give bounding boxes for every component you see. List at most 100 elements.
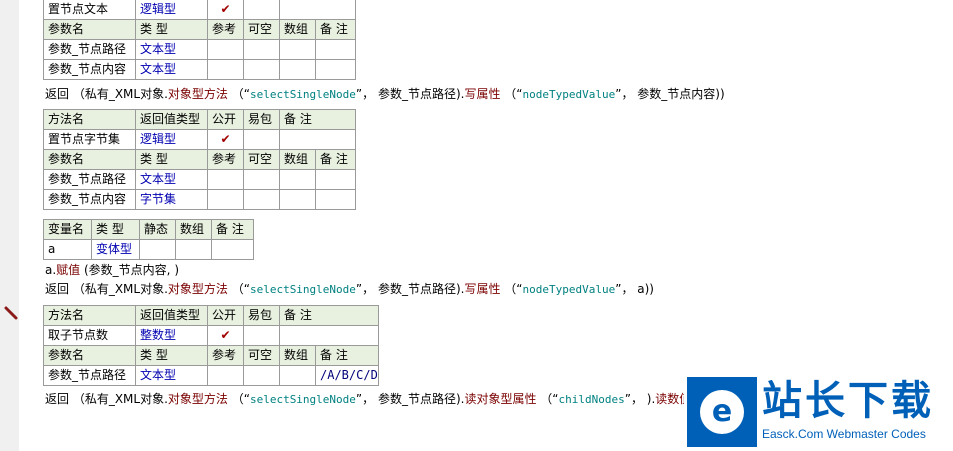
param-array[interactable] <box>279 39 316 60</box>
note-cell[interactable] <box>279 129 356 150</box>
param-row: 参数_节点路径 文本型 <box>43 169 356 190</box>
return-type[interactable]: 逻辑型 <box>135 0 208 20</box>
code-string: nodeTypedValue <box>522 283 616 296</box>
var-array[interactable] <box>175 239 212 260</box>
param-header-nullable: 可空 <box>243 345 280 366</box>
param-note[interactable] <box>315 169 356 190</box>
code-text: (参数_节点内容, ) <box>80 263 179 277</box>
param-type[interactable]: 文本型 <box>135 169 208 190</box>
param-name[interactable]: 参数_节点路径 <box>43 169 136 190</box>
param-array[interactable] <box>279 59 316 80</box>
method-header-return: 返回值类型 <box>135 109 208 130</box>
public-check[interactable]: ✔ <box>207 0 244 20</box>
param-name[interactable]: 参数_节点内容 <box>43 59 136 80</box>
easy-cell[interactable] <box>243 129 280 150</box>
param-note[interactable] <box>315 39 356 60</box>
public-check[interactable]: ✔ <box>207 129 244 150</box>
param-header-note: 备 注 <box>315 345 379 366</box>
method-header-easy: 易包 <box>243 305 280 326</box>
param-nullable[interactable] <box>243 189 280 210</box>
param-header-nullable: 可空 <box>243 19 280 40</box>
param-header-note: 备 注 <box>315 149 356 170</box>
code-text: ”， 参数_节点路径). <box>355 282 465 296</box>
code-text: ”， 参数_节点路径). <box>355 87 465 101</box>
var-header-name: 变量名 <box>43 219 92 240</box>
param-ref[interactable] <box>207 365 244 386</box>
method-table-set-node-bytes: 方法名 返回值类型 公开 易包 备 注 置节点字节集 逻辑型 ✔ 参数名 类 型… <box>43 109 356 210</box>
param-note[interactable] <box>315 189 356 210</box>
var-header-array: 数组 <box>175 219 212 240</box>
var-static[interactable] <box>139 239 176 260</box>
method-header-easy: 易包 <box>243 109 280 130</box>
code-text: 返回 （私有_XML对象. <box>45 282 168 296</box>
var-header-type: 类 型 <box>91 219 140 240</box>
return-type[interactable]: 逻辑型 <box>135 129 208 150</box>
param-name[interactable]: 参数_节点路径 <box>43 365 136 386</box>
param-type[interactable]: 文本型 <box>135 59 208 80</box>
param-ref[interactable] <box>207 39 244 60</box>
param-header-type: 类 型 <box>135 345 208 366</box>
param-name[interactable]: 参数_节点路径 <box>43 39 136 60</box>
code-text: 返回 （私有_XML对象. <box>45 392 168 406</box>
method-header-public: 公开 <box>207 109 244 130</box>
var-header-note: 备 注 <box>211 219 254 240</box>
code-text: （“ <box>536 392 559 406</box>
param-array[interactable] <box>279 169 316 190</box>
code-text: （“ <box>227 392 250 406</box>
code-string: childNodes <box>558 393 625 406</box>
code-text: ”， ). <box>624 392 656 406</box>
watermark-subtitle: Easck.Com Webmaster Codes <box>762 427 926 441</box>
code-text: ”， 参数_节点内容)) <box>615 87 725 101</box>
param-nullable[interactable] <box>243 59 280 80</box>
param-header-name: 参数名 <box>43 345 136 366</box>
easy-cell[interactable] <box>243 0 280 20</box>
param-ref[interactable] <box>207 189 244 210</box>
note-cell[interactable] <box>279 325 379 346</box>
method-name[interactable]: 取子节点数 <box>43 325 136 346</box>
code-string: nodeTypedValue <box>522 88 616 101</box>
param-header-note: 备 注 <box>315 19 356 40</box>
code-text: （“ <box>227 282 250 296</box>
param-name[interactable]: 参数_节点内容 <box>43 189 136 210</box>
method-table-set-node-text: 置节点文本 逻辑型 ✔ 参数名 类 型 参考 可空 数组 备 注 参数_节点路径… <box>43 0 356 80</box>
method-header-name: 方法名 <box>43 305 136 326</box>
param-type[interactable]: 字节集 <box>135 189 208 210</box>
param-note[interactable] <box>315 59 356 80</box>
param-row: 参数_节点内容 文本型 <box>43 59 356 80</box>
code-line[interactable]: 返回 （私有_XML对象.对象型方法 （“selectSingleNode”， … <box>45 281 654 297</box>
note-cell[interactable] <box>279 0 356 20</box>
code-method: 写属性 <box>464 282 501 296</box>
code-text: ”， a)) <box>615 282 654 296</box>
public-check[interactable]: ✔ <box>207 325 244 346</box>
param-header-nullable: 可空 <box>243 149 280 170</box>
param-type[interactable]: 文本型 <box>135 365 208 386</box>
param-nullable[interactable] <box>243 39 280 60</box>
param-header-type: 类 型 <box>135 149 208 170</box>
var-name[interactable]: a <box>43 239 92 260</box>
watermark-title: 站长下载 <box>762 378 934 424</box>
param-note[interactable]: /A/B/C/D <box>315 365 379 386</box>
return-type[interactable]: 整数型 <box>135 325 208 346</box>
code-line[interactable]: 返回 （私有_XML对象.对象型方法 （“selectSingleNode”， … <box>45 391 691 407</box>
var-note[interactable] <box>211 239 254 260</box>
param-array[interactable] <box>279 365 316 386</box>
method-name[interactable]: 置节点字节集 <box>43 129 136 150</box>
code-method: 写属性 <box>464 87 501 101</box>
param-ref[interactable] <box>207 169 244 190</box>
param-array[interactable] <box>279 189 316 210</box>
param-ref[interactable] <box>207 59 244 80</box>
param-type[interactable]: 文本型 <box>135 39 208 60</box>
param-nullable[interactable] <box>243 365 280 386</box>
method-name[interactable]: 置节点文本 <box>43 0 136 20</box>
method-header-name: 方法名 <box>43 109 136 130</box>
code-method: 读对象型属性 <box>464 392 537 406</box>
logo-icon: e <box>687 377 757 447</box>
method-table-get-child-count: 方法名 返回值类型 公开 易包 备 注 取子节点数 整数型 ✔ 参数名 类 型 … <box>43 305 379 386</box>
easy-cell[interactable] <box>243 325 280 346</box>
method-header-public: 公开 <box>207 305 244 326</box>
param-nullable[interactable] <box>243 169 280 190</box>
var-type[interactable]: 变体型 <box>91 239 140 260</box>
code-line[interactable]: a.赋值 (参数_节点内容, ) <box>45 262 179 278</box>
code-string: selectSingleNode <box>249 88 356 101</box>
code-line[interactable]: 返回 （私有_XML对象.对象型方法 （“selectSingleNode”， … <box>45 86 725 102</box>
